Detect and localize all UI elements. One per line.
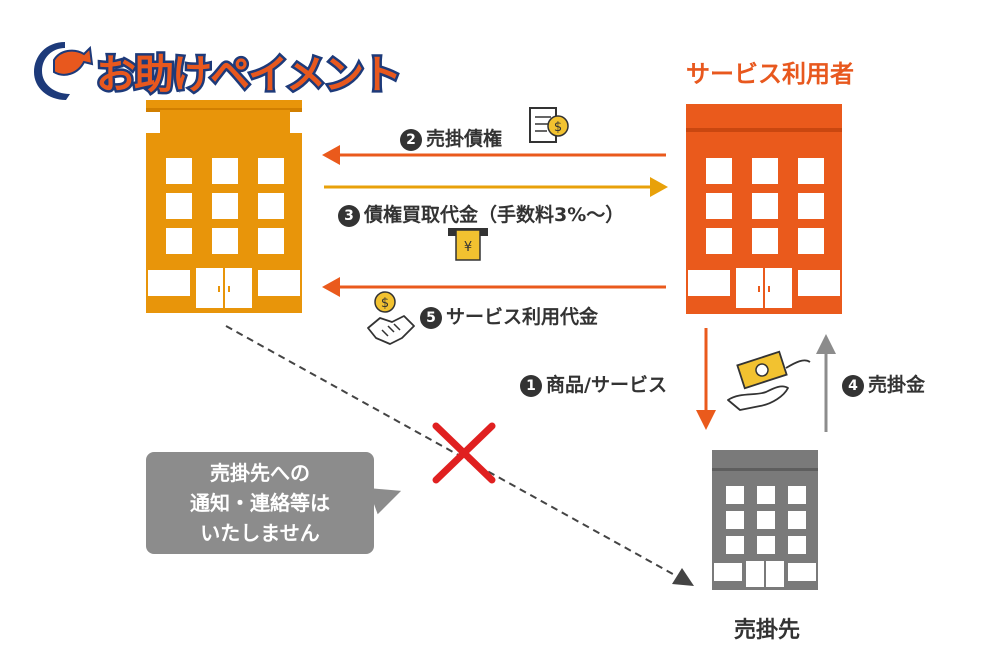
no-notification-bubble: 売掛先への 通知・連絡等は いたしません (146, 452, 374, 554)
service-user-building (686, 104, 842, 314)
buyer-building (712, 450, 818, 590)
buyer-title: 売掛先 (733, 618, 800, 643)
company-logo: お助けペイメント (30, 34, 420, 104)
yen-bill-icon: ¥ (448, 228, 488, 261)
step2-text: 売掛債権 (426, 128, 503, 150)
step5-number-badge: 5 (420, 307, 442, 329)
invoice-document-icon: $ (529, 107, 569, 143)
service-user-title: サービス利用者 (686, 60, 854, 88)
handshake-coin-symbol: $ (381, 296, 389, 311)
step4-text: 売掛金 (868, 374, 926, 396)
logo-text: お助けペイメント (94, 50, 405, 101)
step1-number-badge: 1 (520, 375, 542, 397)
step2-number-badge: 2 (400, 129, 422, 151)
step4-number-badge: 4 (842, 375, 864, 397)
arrow-service-fee (322, 277, 666, 297)
bubble-line-2: 通知・連絡等は (190, 491, 330, 515)
bubble-line-3: いたしません (200, 521, 320, 545)
step1-text: 商品/サービス (546, 374, 667, 396)
yen-symbol: ¥ (464, 240, 472, 255)
arrow-receivable-payment (816, 334, 836, 432)
handshake-icon: $ (367, 291, 415, 345)
factoring-company-building (146, 100, 302, 313)
arrow-purchase-payment (324, 177, 668, 197)
cross-mark-icon (432, 422, 496, 484)
step5-text: サービス利用代金 (446, 306, 599, 328)
document-coin-symbol: $ (554, 120, 562, 135)
bubble-line-1: 売掛先への (210, 461, 310, 485)
step3-text: 債権買取代金（手数料3%〜） (364, 204, 625, 226)
dashed-no-contact-line (225, 325, 694, 586)
step3-number-badge: 3 (338, 205, 360, 227)
hand-money-icon (727, 350, 811, 411)
arrow-receivable-claim (322, 145, 666, 165)
arrow-goods-services (696, 328, 716, 430)
logo-emblem-icon (34, 42, 94, 100)
